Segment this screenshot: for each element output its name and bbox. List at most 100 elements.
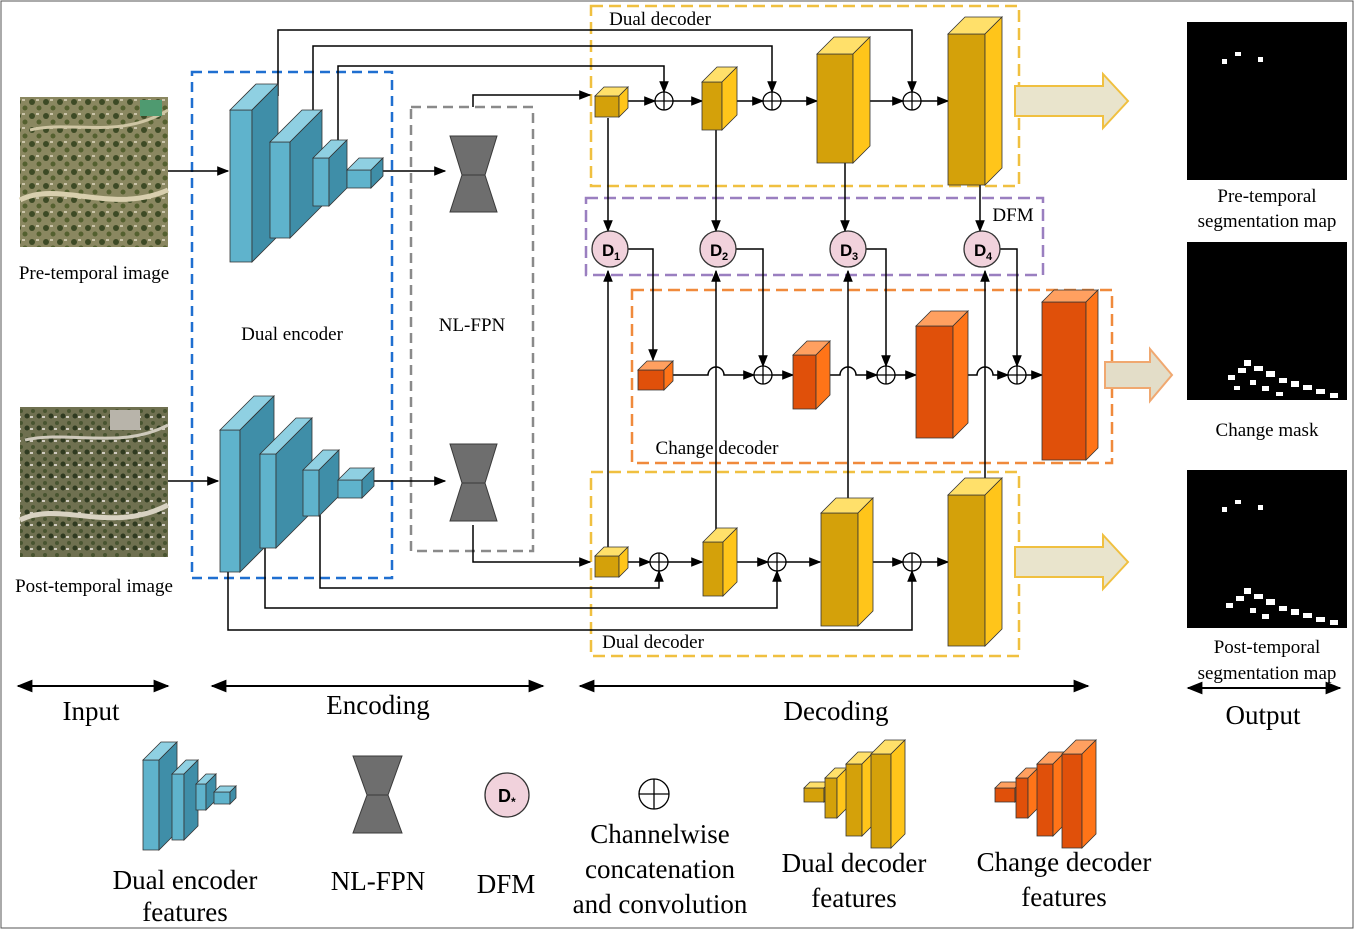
output-1-label-line1: Pre-temporal [1217, 186, 1316, 207]
post-temporal-image-label: Post-temporal image [15, 576, 173, 597]
dfm-node-1-sub: 1 [614, 251, 620, 263]
legend-change-block-2 [1015, 767, 1039, 819]
concat-node-change-3 [1007, 365, 1027, 385]
concat-node-change-1 [753, 365, 773, 385]
dfm-node-2-letter: D [710, 241, 722, 260]
dfm-box [584, 196, 1045, 277]
pre-temporal-image-label: Pre-temporal image [19, 263, 169, 284]
legend-concat-line3: and convolution [573, 889, 748, 919]
concat-node-top-3 [902, 91, 922, 111]
concat-node-change-2 [876, 365, 896, 385]
legend-dfm-icon: D * [484, 772, 530, 818]
output-arrow-bottom [1014, 532, 1130, 592]
legend-nlfpn-icon [352, 755, 403, 834]
legend-concat-icon [638, 778, 670, 810]
dual-encoder-label: Dual encoder [241, 324, 343, 345]
phase-encoding: Encoding [326, 690, 429, 720]
dfm-node-2: D 2 [699, 230, 737, 268]
legend-dual-decoder-line2: features [811, 883, 896, 913]
dfm-box-label: DFM [992, 205, 1033, 226]
dual-decoder-bottom-block-2 [702, 527, 738, 597]
legend-encoder-line2: features [142, 897, 227, 927]
legend-dual-block-4 [870, 739, 906, 849]
dfm-node-3: D 3 [829, 230, 867, 268]
legend-dual-decoder-line1: Dual decoder [782, 848, 927, 878]
dual-decoder-top-block-1 [594, 86, 629, 118]
concat-node-bottom-2 [767, 552, 787, 572]
dfm-node-4-sub: 4 [986, 251, 993, 263]
output-arrow-middle [1104, 346, 1174, 404]
legend-dual-block-2 [824, 767, 848, 819]
legend-encoder-block-2 [171, 759, 199, 841]
dfm-node-3-sub: 3 [852, 251, 858, 263]
legend-dfm-letter: D [498, 786, 511, 806]
nl-fpn-box [409, 105, 535, 553]
legend-change-decoder-line1: Change decoder [977, 847, 1152, 877]
phase-output: Output [1225, 700, 1301, 730]
encoder-bottom-block-3 [302, 449, 340, 517]
encoder-top-block-3 [312, 139, 348, 207]
post-temporal-segmentation-map [1187, 470, 1347, 628]
connection-lines [168, 29, 1044, 631]
concat-node-bottom-1 [649, 552, 669, 572]
legend-change-decoder-line2: features [1021, 882, 1106, 912]
change-decoder-block-2 [792, 340, 831, 410]
dfm-node-1-letter: D [602, 241, 614, 260]
dual-decoder-bottom-block-3 [820, 497, 874, 627]
legend-dual-block-3 [845, 751, 875, 837]
dfm-node-3-letter: D [840, 241, 852, 260]
encoder-top-block-4 [346, 157, 384, 189]
dual-decoder-top-block-3 [816, 36, 871, 164]
dual-decoder-bottom-label: Dual decoder [602, 632, 704, 653]
phase-arrows [16, 679, 1342, 695]
dual-encoder-box [190, 70, 394, 580]
nl-fpn-label: NL-FPN [439, 315, 506, 336]
change-decoder-block-4 [1041, 289, 1099, 461]
dual-decoder-top-block-2 [701, 66, 738, 131]
dual-decoder-top-label: Dual decoder [609, 9, 711, 30]
dual-decoder-bottom-block-4 [947, 477, 1003, 647]
post-temporal-image [18, 407, 170, 557]
change-decoder-block-3 [915, 310, 969, 439]
encoder-bottom-block-4 [337, 467, 375, 499]
pre-temporal-image [18, 97, 169, 247]
legend-concat-line1: Channelwise [590, 819, 729, 849]
legend-encoder-block-3 [195, 773, 217, 811]
output-3-label-line2: segmentation map [1198, 663, 1337, 684]
dfm-node-2-sub: 2 [722, 251, 728, 263]
concat-nodes [649, 91, 1027, 572]
dfm-node-4: D 4 [963, 230, 1001, 268]
phase-input: Input [63, 696, 120, 726]
change-mask-map [1187, 242, 1347, 400]
concat-node-top-1 [654, 91, 674, 111]
dfm-node-4-letter: D [974, 241, 986, 260]
legend-dfm-sub: * [511, 795, 516, 809]
pre-temporal-segmentation-map [1187, 22, 1347, 180]
feature-blocks [219, 16, 1099, 647]
legend-dfm-label: DFM [477, 869, 536, 899]
nl-fpn-hourglass-bottom [449, 443, 498, 522]
dual-decoder-bottom-block-1 [594, 546, 629, 578]
legend-nlfpn-label: NL-FPN [331, 866, 426, 896]
output-arrow-top [1014, 71, 1130, 131]
legend-encoder-line1: Dual encoder [113, 865, 258, 895]
concat-node-top-2 [762, 91, 782, 111]
dfm-node-1: D 1 [591, 230, 629, 268]
legend-concat-line2: concatenation [585, 854, 735, 884]
concat-node-bottom-3 [902, 552, 922, 572]
change-decoder-label: Change decoder [656, 438, 780, 459]
dual-decoder-top-block-4 [947, 16, 1003, 186]
legend-encoder-block-4 [213, 785, 237, 805]
phase-decoding: Decoding [784, 696, 889, 726]
change-decoder-block-1 [637, 360, 674, 391]
output-1-label-line2: segmentation map [1198, 211, 1337, 232]
nl-fpn-hourglass-top [449, 135, 498, 213]
output-2-label-line1: Change mask [1216, 420, 1319, 441]
legend-change-block-4 [1061, 739, 1097, 849]
output-3-label-line1: Post-temporal [1214, 637, 1321, 658]
legend-blocks [142, 739, 1097, 851]
legend-change-block-3 [1036, 751, 1066, 837]
